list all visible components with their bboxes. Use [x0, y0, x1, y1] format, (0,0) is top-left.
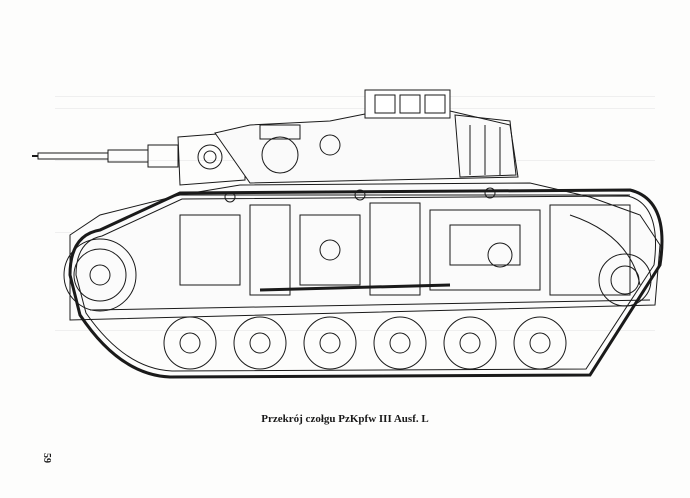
tank-cutaway-drawing [32, 89, 664, 379]
road-wheels [163, 316, 567, 370]
hull [69, 182, 661, 321]
figure-caption: Przekrój czołgu PzKpfw III Ausf. L [261, 413, 429, 425]
gun-barrel [32, 144, 179, 168]
track [68, 188, 664, 379]
turret [214, 89, 519, 184]
drive-sprocket [63, 238, 137, 312]
page-number: 59 [41, 453, 52, 463]
